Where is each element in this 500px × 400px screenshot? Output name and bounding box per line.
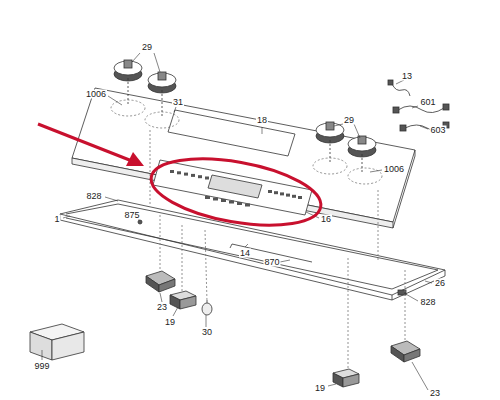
- callout-number: 31: [172, 98, 184, 107]
- callout-number: 828: [419, 298, 436, 307]
- callout-number: 16: [320, 215, 332, 224]
- callout-number: 13: [401, 72, 413, 81]
- callout-number: 1006: [85, 90, 107, 99]
- display-board: [153, 160, 312, 215]
- bracket: [170, 291, 359, 387]
- callout-number: 828: [85, 192, 102, 201]
- highlight: [38, 124, 326, 236]
- callout-number: 601: [419, 98, 436, 107]
- callout-number: 23: [429, 389, 441, 398]
- callout-number: 1006: [383, 165, 405, 174]
- panel-frame: [60, 200, 445, 300]
- callout-number: 19: [164, 318, 176, 327]
- callout-number: 26: [434, 279, 446, 288]
- package-box: [30, 324, 84, 360]
- callout-number: 870: [263, 258, 280, 267]
- screw: [138, 220, 142, 224]
- leader-line: [42, 53, 432, 390]
- callout-number: 18: [256, 116, 268, 125]
- wire-harness: [388, 80, 449, 131]
- callout-number: 30: [201, 328, 213, 337]
- callout-number: 19: [314, 384, 326, 393]
- callout-number: 875: [123, 211, 140, 220]
- callout-number: 23: [156, 303, 168, 312]
- callout-number: 999: [33, 362, 50, 371]
- infinite-switch: [146, 271, 420, 362]
- callout-number: 29: [141, 43, 153, 52]
- callout-number: 14: [239, 249, 251, 258]
- callout-number: 29: [343, 116, 355, 125]
- knob: [114, 60, 376, 174]
- knob-light: [202, 300, 212, 315]
- callout-number: 1: [53, 215, 60, 224]
- callout-number: 603: [429, 126, 446, 135]
